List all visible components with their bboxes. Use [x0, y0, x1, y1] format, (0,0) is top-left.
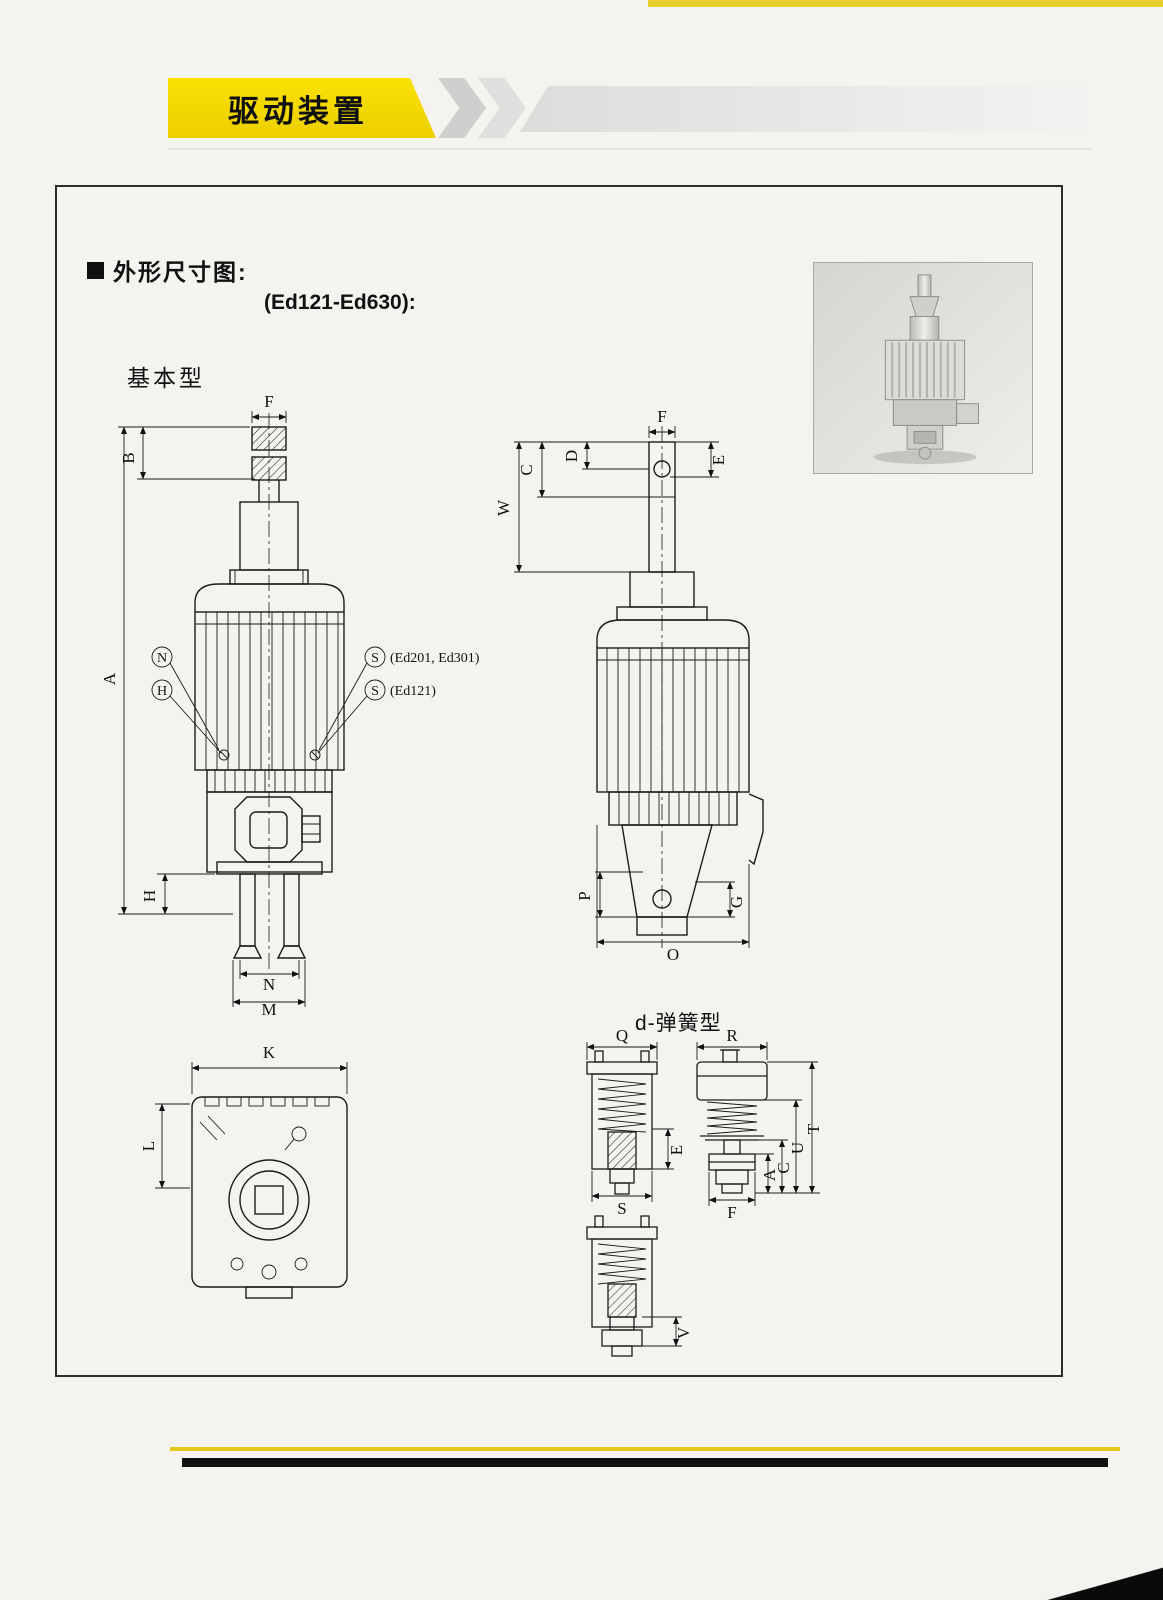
spring-type-label: d-弹簧型 [635, 1012, 722, 1035]
dim-N: N [263, 975, 275, 994]
bottom-view-body [191, 1096, 348, 1299]
dim-D: D [562, 450, 581, 462]
spring-assembly-lower [586, 1215, 658, 1357]
chevron-icon [438, 78, 486, 138]
top-edge-accent [648, 0, 1163, 7]
model-range: (Ed121-Ed630): [264, 291, 416, 314]
dim-F: F [657, 407, 666, 426]
front-view-dimension-labels: F B A H N M N H S (Ed201, Ed301) S (Ed12… [100, 392, 480, 1019]
dim-A: A [100, 672, 119, 685]
callout-S2: S [371, 684, 379, 699]
yellow-rule [170, 1447, 1120, 1451]
dim-E: E [667, 1145, 686, 1155]
dim-W: W [494, 499, 513, 516]
black-rule [182, 1458, 1108, 1467]
dim-C: C [774, 1162, 793, 1173]
callout-N: N [157, 651, 167, 666]
spring-assembly-left [586, 1050, 658, 1195]
dim-K: K [263, 1043, 276, 1062]
product-photo-image [814, 263, 1032, 473]
section-heading-row: 外形尺寸图: [87, 253, 248, 287]
dim-B: B [119, 452, 138, 463]
section-heading: 外形尺寸图: [113, 259, 248, 285]
page-title: 驱动装置 [228, 93, 368, 129]
side-view-dimension-lines [514, 426, 750, 948]
front-view-body [194, 426, 345, 959]
header-divider [168, 148, 1092, 150]
drawing-frame: 外形尺寸图: (Ed121-Ed630): 基本型 d-弹簧型 [55, 185, 1063, 1377]
dim-G: G [727, 896, 746, 908]
dim-R: R [726, 1026, 738, 1045]
spring-dimension-lines [586, 1042, 820, 1347]
dim-L: L [139, 1141, 158, 1151]
side-view-dimension-labels: F E D C W P G O [494, 407, 746, 964]
dim-O: O [667, 945, 679, 964]
side-view-drawing: F E D C W P G O [494, 407, 764, 964]
dim-P: P [575, 891, 594, 900]
dim-U: U [788, 1142, 807, 1154]
bottom-view-dimension-labels: K L [139, 1043, 276, 1151]
dim-M: M [261, 1000, 276, 1019]
side-view-body [596, 441, 764, 936]
dim-A: A [760, 1168, 779, 1181]
page-corner-shadow [1013, 1558, 1163, 1600]
callout-S1-note: (Ed201, Ed301) [390, 651, 480, 666]
front-view-fins [195, 570, 344, 835]
front-view-dimension-lines [118, 411, 386, 1007]
spring-dimension-labels: Q R E S F V A C U T [616, 1026, 823, 1339]
title-banner: 驱动装置 [168, 78, 436, 138]
bottom-view-details [199, 1096, 330, 1280]
bottom-view-dimension-lines [155, 1062, 348, 1189]
dim-C: C [517, 464, 536, 475]
bottom-view-drawing: K L [139, 1043, 348, 1299]
dim-T: T [804, 1123, 823, 1134]
callout-S1: S [371, 651, 379, 666]
front-view-drawing: F B A H N M N H S (Ed201, Ed301) S (Ed12… [100, 392, 480, 1019]
spring-type-drawing: Q R E S F V A C U T [586, 1026, 823, 1357]
callout-H: H [157, 684, 167, 699]
spring-assembly-right [696, 1049, 768, 1194]
square-bullet-icon [87, 261, 104, 279]
callout-S2-note: (Ed121) [390, 684, 436, 699]
header-bar [520, 86, 1092, 132]
basic-type-label: 基本型 [127, 365, 205, 391]
dim-F: F [727, 1203, 736, 1222]
dim-V: V [674, 1326, 693, 1339]
dim-H: H [140, 890, 159, 902]
dim-Q: Q [616, 1026, 628, 1045]
adjustment-screws [218, 749, 321, 761]
side-view-fins [597, 496, 749, 825]
dim-E: E [709, 455, 728, 465]
dim-S: S [617, 1199, 626, 1218]
dim-F: F [264, 392, 273, 411]
product-photo [813, 262, 1033, 474]
